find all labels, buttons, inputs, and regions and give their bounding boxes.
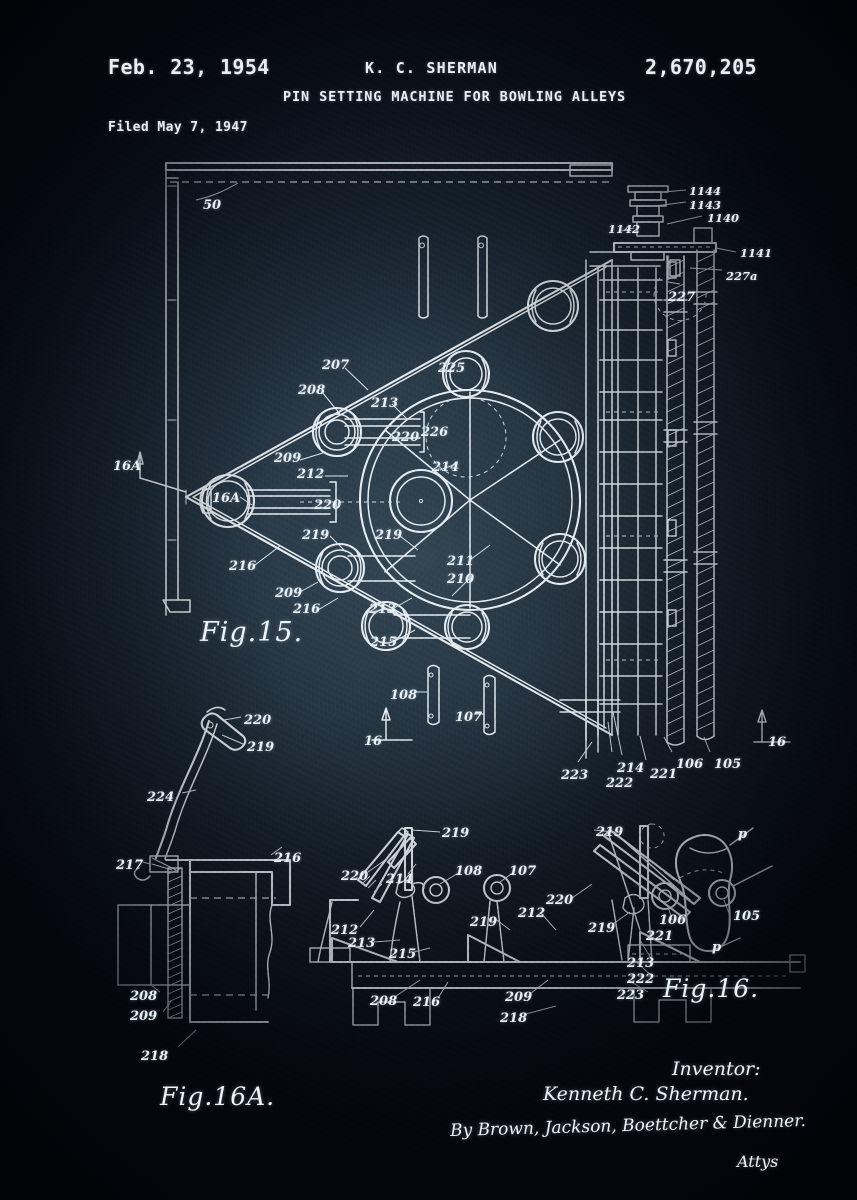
reference-numeral-106: 106 [659,913,687,928]
reference-numeral-220: 220 [341,869,369,884]
reference-numeral-219: 219 [470,915,498,930]
patent-filed-date: Filed May 7, 1947 [108,120,248,135]
reference-numeral-214: 214 [617,761,645,776]
patent-date: Feb. 23, 1954 [108,55,270,79]
reference-numeral-208: 208 [130,989,158,1004]
reference-numeral-218: 218 [500,1011,528,1026]
reference-numeral-212: 212 [331,923,359,938]
reference-numeral-216: 216 [274,851,302,866]
fig15-bottom-bracket [559,699,791,763]
reference-numeral-213: 213 [369,602,397,617]
reference-numeral-216: 216 [413,995,441,1010]
reference-numeral-16: 16 [768,735,787,750]
fig15-threaded-columns [663,249,718,746]
reference-numeral-50: 50 [203,198,222,213]
reference-numeral-215: 215 [389,947,417,962]
patent-inventor-caps: K. C. SHERMAN [365,59,498,77]
reference-numeral-209: 209 [130,1009,158,1024]
reference-numeral-1142: 1142 [608,222,641,236]
reference-numeral-107: 107 [455,710,483,725]
reference-numeral-218: 218 [141,1049,169,1064]
figure-16a-caption: Fig.16A. [160,1082,276,1111]
patent-number: 2,670,205 [645,55,757,79]
reference-numeral-213: 213 [371,396,399,411]
reference-numeral-223: 223 [617,988,645,1003]
reference-numeral-209: 209 [274,451,302,466]
reference-numeral-221: 221 [646,929,674,944]
reference-numeral-16A: 16A [113,459,142,474]
reference-numeral-208: 208 [298,383,326,398]
reference-numeral-105: 105 [714,757,742,772]
reference-numeral-108: 108 [390,688,418,703]
reference-numeral-216: 216 [229,559,257,574]
reference-numeral-227a: 227a [726,269,758,283]
inventor-label: Inventor: [672,1058,761,1080]
reference-numeral-226: 226 [421,425,449,440]
reference-numeral-208: 208 [370,994,398,1009]
figure-16-caption: Fig.16. [663,974,760,1003]
reference-numeral-221: 221 [650,767,678,782]
reference-numeral-211: 211 [447,554,475,569]
reference-numeral-220: 220 [314,498,342,513]
reference-numeral-213: 213 [627,956,655,971]
reference-numeral-105: 105 [733,909,761,924]
reference-numeral-1144: 1144 [689,184,722,198]
reference-numeral-227: 227 [668,290,696,305]
reference-numeral-220: 220 [392,430,420,445]
reference-numeral-209: 209 [505,990,533,1005]
reference-numeral-1143: 1143 [689,198,722,212]
reference-numeral-106: 106 [676,757,704,772]
reference-numeral-222: 222 [627,972,655,987]
inventor-signature: Kenneth C. Sherman. [543,1083,749,1105]
attorneys-label: Attys [737,1152,779,1171]
reference-numeral-222: 222 [606,776,634,791]
reference-numeral-217: 217 [116,858,144,873]
reference-numeral-213: 213 [348,936,376,951]
reference-numeral-214: 214 [386,872,414,887]
reference-numeral-220: 220 [546,893,574,908]
reference-numeral-p: p [712,940,722,955]
reference-numeral-214: 214 [432,460,460,475]
reference-numeral-216: 216 [293,602,321,617]
fig15-upright-plates [418,235,488,319]
reference-numeral-107: 107 [509,864,537,879]
reference-numeral-1140: 1140 [707,211,740,225]
reference-numeral-220: 220 [244,713,272,728]
reference-numeral-223: 223 [561,768,589,783]
reference-numeral-224: 224 [147,790,175,805]
reference-numeral-p: p [738,827,748,842]
figure-15-caption: Fig.15. [200,617,304,648]
reference-numeral-16: 16 [364,734,383,749]
reference-numeral-210: 210 [447,572,475,587]
reference-numeral-219: 219 [442,826,470,841]
reference-numeral-219: 219 [588,921,616,936]
patent-title: PIN SETTING MACHINE FOR BOWLING ALLEYS [283,89,627,105]
reference-numeral-219: 219 [596,825,624,840]
reference-numeral-207: 207 [322,358,350,373]
fig15-right-scaffold [585,251,677,741]
reference-numeral-215: 215 [370,635,398,650]
reference-numeral-219: 219 [302,528,330,543]
reference-numeral-219: 219 [247,740,275,755]
reference-numeral-209: 209 [275,586,303,601]
reference-numeral-212: 212 [518,906,546,921]
reference-numeral-212: 212 [297,467,325,482]
reference-numeral-225: 225 [438,361,466,376]
reference-numeral-219: 219 [375,528,403,543]
reference-numeral-1141: 1141 [740,246,773,260]
reference-numeral-108: 108 [455,864,483,879]
reference-numeral-16A: 16A [212,491,241,506]
